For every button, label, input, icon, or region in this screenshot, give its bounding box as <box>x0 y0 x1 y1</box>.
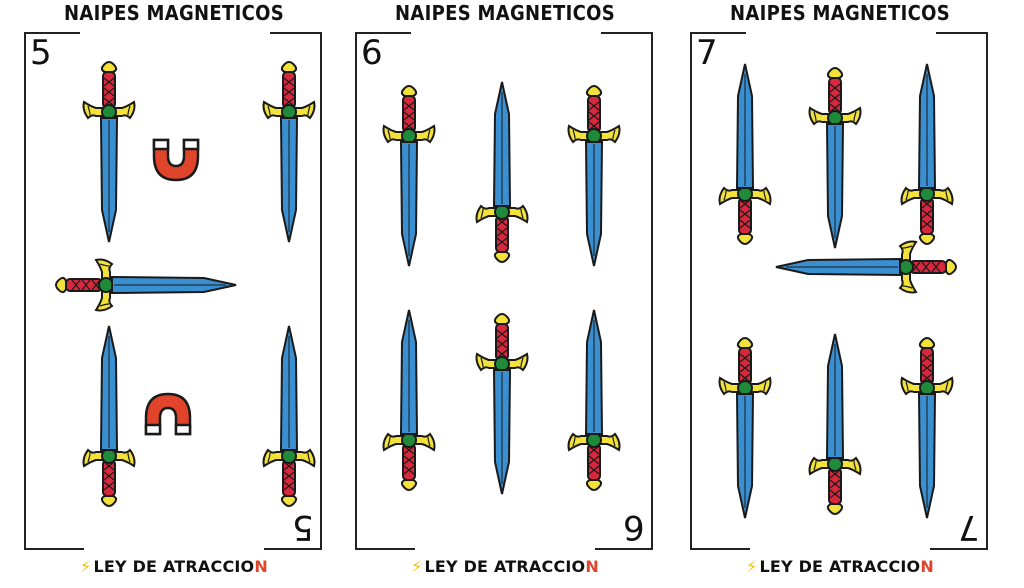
sword-icon <box>808 333 862 515</box>
card-title: NAIPES MAGNETICOS <box>64 1 284 26</box>
sword-icon <box>55 258 237 312</box>
lightning-bolt-icon: ⚡ <box>411 557 423 576</box>
sword-icon <box>900 63 954 245</box>
card-footer: ⚡LEY DE ATRACCION <box>411 557 599 576</box>
card-rank-top: 6 <box>361 33 383 73</box>
sword-icon <box>382 85 436 267</box>
sword-icon <box>82 61 136 243</box>
card-suit-layer <box>382 81 621 495</box>
sword-icon <box>900 337 954 519</box>
card-footer: ⚡LEY DE ATRACCION <box>746 557 934 576</box>
sword-icon <box>775 240 957 294</box>
card-rank-top: 7 <box>696 33 718 73</box>
sword-icon <box>718 63 772 245</box>
card-footer: ⚡LEY DE ATRACCION <box>80 557 268 576</box>
card-title: NAIPES MAGNETICOS <box>730 1 950 26</box>
lightning-bolt-icon: ⚡ <box>746 557 758 576</box>
sword-icon <box>262 325 316 507</box>
sword-icon <box>475 81 529 263</box>
sword-icon <box>475 313 529 495</box>
sword-icon <box>718 337 772 519</box>
sword-icon <box>808 67 862 249</box>
magnet-icon <box>152 138 200 182</box>
card-six-of-swords[interactable]: NAIPES MAGNETICOS ⚡LEY DE ATRACCION 6 6 <box>355 0 655 588</box>
sword-icon <box>567 85 621 267</box>
sword-icon <box>82 325 136 507</box>
card-seven-of-swords[interactable]: NAIPES MAGNETICOS ⚡LEY DE ATRACCION 7 7 <box>690 0 990 588</box>
lightning-bolt-icon: ⚡ <box>80 557 92 576</box>
card-title: NAIPES MAGNETICOS <box>395 1 615 26</box>
card-rank-top: 5 <box>30 33 52 73</box>
card-suit-layer <box>55 61 316 507</box>
sword-icon <box>382 309 436 491</box>
card-five-of-swords[interactable]: NAIPES MAGNETICOS ⚡LEY DE ATRACCION 5 5 <box>24 0 324 588</box>
sword-icon <box>262 61 316 243</box>
card-suit-layer <box>718 63 957 519</box>
sword-icon <box>567 309 621 491</box>
magnet-icon <box>144 392 192 436</box>
